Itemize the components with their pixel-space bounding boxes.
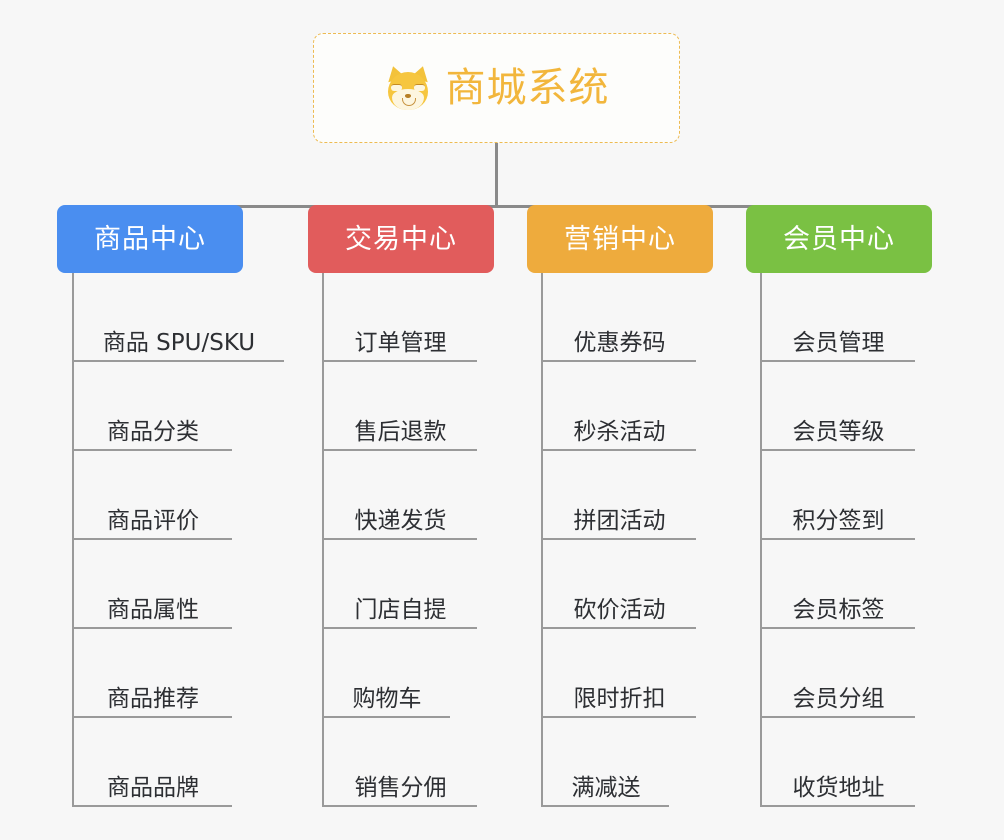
connector-horizontal-bar <box>149 205 840 208</box>
root-node-mall-system[interactable]: 商城系统 <box>313 33 680 143</box>
leaf-item-label: 收货地址 <box>792 774 885 801</box>
leaf-item-label: 商品分类 <box>107 418 199 445</box>
shiba-inu-icon <box>383 63 432 113</box>
leaf-item-label: 砍价活动 <box>573 596 666 623</box>
leaf-item[interactable]: 会员标签 <box>760 540 915 629</box>
category-label: 会员中心 <box>783 223 895 255</box>
leaf-item-label: 会员等级 <box>792 418 885 445</box>
leaf-item[interactable]: 积分签到 <box>760 451 915 540</box>
leaf-item-label: 会员管理 <box>792 329 885 356</box>
leaf-item[interactable]: 会员分组 <box>760 629 915 718</box>
leaf-item-label: 订单管理 <box>354 329 447 356</box>
category-box-1[interactable]: 商品中心 <box>57 205 243 273</box>
category-box-4[interactable]: 会员中心 <box>746 205 932 273</box>
leaf-item[interactable]: 收货地址 <box>760 718 915 807</box>
leaf-spine <box>541 273 543 807</box>
leaf-spine <box>72 273 74 807</box>
leaf-item-label: 销售分佣 <box>354 774 447 801</box>
leaf-item[interactable]: 商品属性 <box>72 540 232 629</box>
leaf-item-label: 门店自提 <box>354 596 447 623</box>
leaf-item-label: 优惠券码 <box>573 329 666 356</box>
leaf-item[interactable]: 商品推荐 <box>72 629 232 718</box>
leaf-item[interactable]: 会员等级 <box>760 362 915 451</box>
leaf-item-label: 商品属性 <box>107 596 199 623</box>
leaf-spine <box>322 273 324 807</box>
leaf-item-label: 满减送 <box>571 774 641 801</box>
leaf-item-label: 限时折扣 <box>573 685 666 712</box>
leaf-item[interactable]: 秒杀活动 <box>541 362 696 451</box>
leaf-item[interactable]: 快递发货 <box>322 451 477 540</box>
leaf-item[interactable]: 会员管理 <box>760 273 915 362</box>
category-label: 商品中心 <box>94 223 206 255</box>
category-box-2[interactable]: 交易中心 <box>308 205 494 273</box>
leaf-spine <box>760 273 762 807</box>
category-label: 交易中心 <box>345 223 457 255</box>
category-label: 营销中心 <box>564 223 676 255</box>
root-title: 商城系统 <box>445 65 610 111</box>
leaf-item[interactable]: 商品 SPU/SKU <box>72 273 284 362</box>
leaf-item-label: 购物车 <box>352 685 422 712</box>
leaf-item[interactable]: 商品分类 <box>72 362 232 451</box>
leaf-item-label: 积分签到 <box>792 507 885 534</box>
leaf-item[interactable]: 砍价活动 <box>541 540 696 629</box>
leaf-item[interactable]: 满减送 <box>541 718 669 807</box>
leaf-item-label: 秒杀活动 <box>573 418 666 445</box>
leaf-item-label: 拼团活动 <box>573 507 666 534</box>
leaf-item[interactable]: 订单管理 <box>322 273 477 362</box>
connector-root-stem <box>495 143 498 208</box>
leaf-item[interactable]: 售后退款 <box>322 362 477 451</box>
leaf-item-label: 快递发货 <box>354 507 447 534</box>
leaf-item[interactable]: 商品评价 <box>72 451 232 540</box>
leaf-item-label: 会员标签 <box>792 596 885 623</box>
leaf-item[interactable]: 优惠券码 <box>541 273 696 362</box>
category-box-3[interactable]: 营销中心 <box>527 205 713 273</box>
leaf-item[interactable]: 限时折扣 <box>541 629 696 718</box>
leaf-item-label: 售后退款 <box>354 418 447 445</box>
leaf-item-label: 会员分组 <box>792 685 885 712</box>
leaf-item-label: 商品推荐 <box>107 685 199 712</box>
leaf-item-label: 商品品牌 <box>107 774 199 801</box>
leaf-item[interactable]: 购物车 <box>322 629 450 718</box>
leaf-item[interactable]: 拼团活动 <box>541 451 696 540</box>
leaf-item[interactable]: 销售分佣 <box>322 718 477 807</box>
leaf-item[interactable]: 商品品牌 <box>72 718 232 807</box>
leaf-item[interactable]: 门店自提 <box>322 540 477 629</box>
leaf-item-label: 商品 SPU/SKU <box>102 329 256 356</box>
leaf-item-label: 商品评价 <box>107 507 199 534</box>
